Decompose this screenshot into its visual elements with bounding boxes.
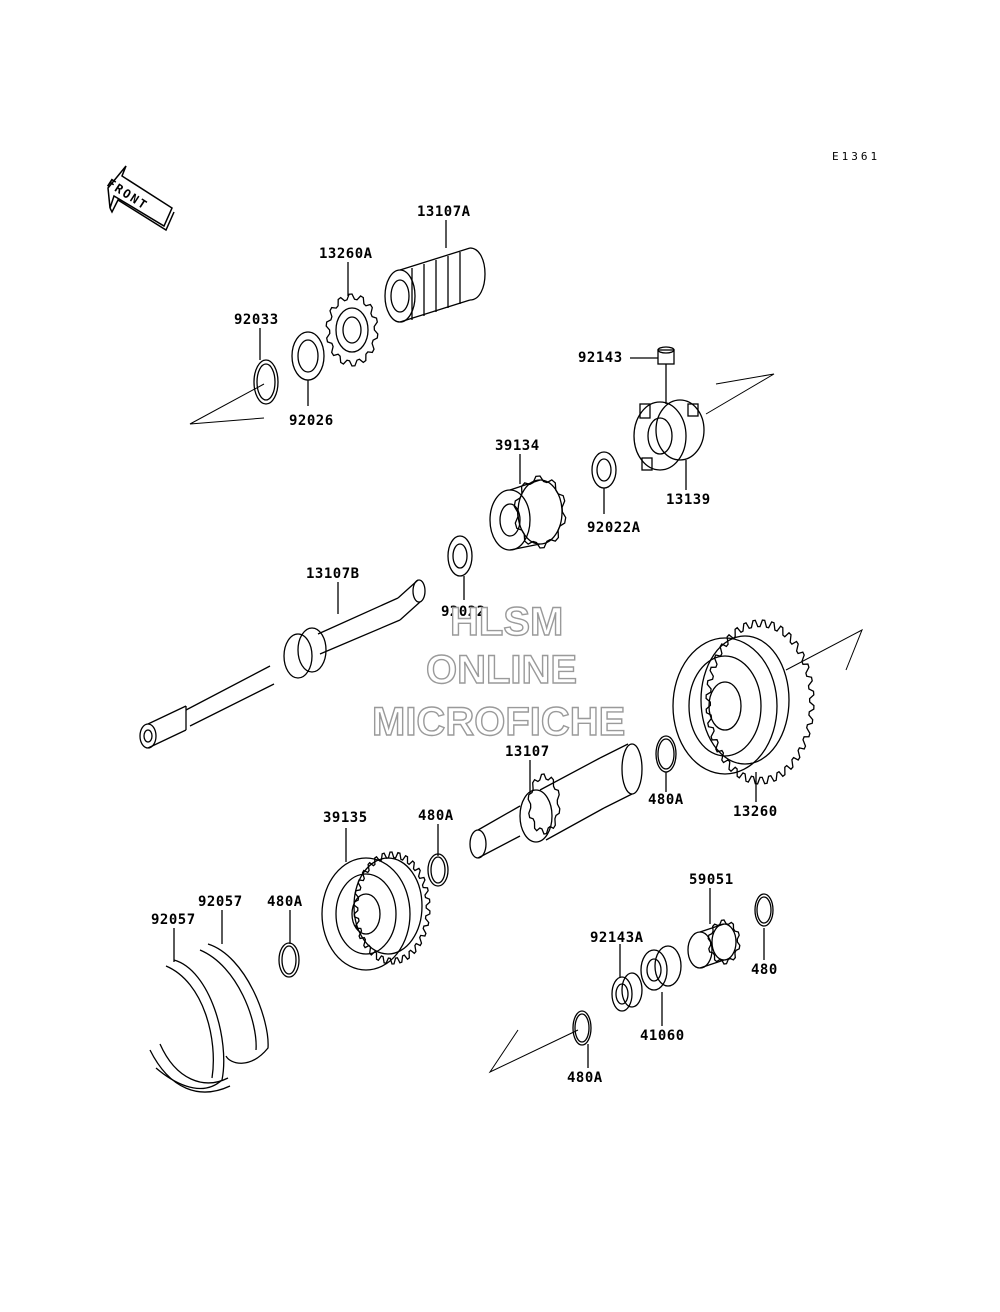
leader-lines <box>173 220 765 1068</box>
part-label-13107a: 13107A <box>417 204 471 220</box>
front-arrow-icon <box>107 165 175 232</box>
part-480-ring <box>754 893 774 927</box>
axis-guide-lines <box>189 373 863 1074</box>
part-480a-ring-3 <box>278 942 300 978</box>
part-13107a-sleeve <box>384 247 486 323</box>
part-92026-washer <box>291 331 325 381</box>
part-480a-ring-2 <box>427 853 449 887</box>
part-label-92143a: 92143A <box>590 930 644 946</box>
part-label-480a-4: 480A <box>567 1070 603 1086</box>
part-92143-bushing <box>657 346 675 365</box>
part-label-92022a: 92022A <box>587 520 641 536</box>
drawing-code: E1361 <box>832 150 881 163</box>
part-39135-gear <box>321 857 423 971</box>
part-13260-gear <box>672 635 790 775</box>
gear-39135-teeth <box>353 851 431 965</box>
part-label-13260a: 13260A <box>319 246 373 262</box>
watermark-line-2: ONLINE <box>425 647 578 692</box>
part-label-13139: 13139 <box>666 492 711 508</box>
part-92022-washer <box>447 535 473 577</box>
part-13107-shaft <box>469 743 643 859</box>
part-label-92022: 92022 <box>441 604 486 620</box>
gear-13260-teeth <box>705 619 815 785</box>
part-label-480a-1: 480A <box>648 792 684 808</box>
part-480a-ring-4 <box>572 1010 592 1046</box>
gear-13260a-teeth <box>325 293 379 367</box>
part-label-13107b: 13107B <box>306 566 360 582</box>
gear-59051-teeth <box>707 919 741 965</box>
part-59051-gear <box>687 923 737 969</box>
part-label-92026: 92026 <box>289 413 334 429</box>
part-label-59051: 59051 <box>689 872 734 888</box>
part-13260a-gear <box>335 307 369 353</box>
part-label-39134: 39134 <box>495 438 540 454</box>
gear-13107-teeth <box>527 773 561 835</box>
part-label-92057-1: 92057 <box>151 912 196 928</box>
part-label-92033: 92033 <box>234 312 279 328</box>
part-480a-ring-1 <box>655 735 677 773</box>
part-label-92143: 92143 <box>578 350 623 366</box>
part-label-41060: 41060 <box>640 1028 685 1044</box>
part-label-39135: 39135 <box>323 810 368 826</box>
watermark-line-1: HLSM <box>449 599 564 644</box>
part-41060-collar <box>640 945 682 991</box>
gear-39134-teeth <box>513 475 567 549</box>
part-13139-gear <box>633 399 705 471</box>
part-label-13260: 13260 <box>733 804 778 820</box>
part-label-92057-2: 92057 <box>198 894 243 910</box>
part-label-480a-2: 480A <box>418 808 454 824</box>
part-92022a-washer <box>591 451 617 489</box>
part-92057-chains <box>149 943 269 1093</box>
part-92143a-collar <box>611 972 643 1012</box>
part-label-480a-3: 480A <box>267 894 303 910</box>
part-label-480: 480 <box>751 962 778 978</box>
part-92033-circlip <box>253 359 279 405</box>
part-13107b-shaft <box>139 579 426 749</box>
watermark-line-3: MICROFICHE <box>371 699 626 744</box>
part-label-13107: 13107 <box>505 744 550 760</box>
